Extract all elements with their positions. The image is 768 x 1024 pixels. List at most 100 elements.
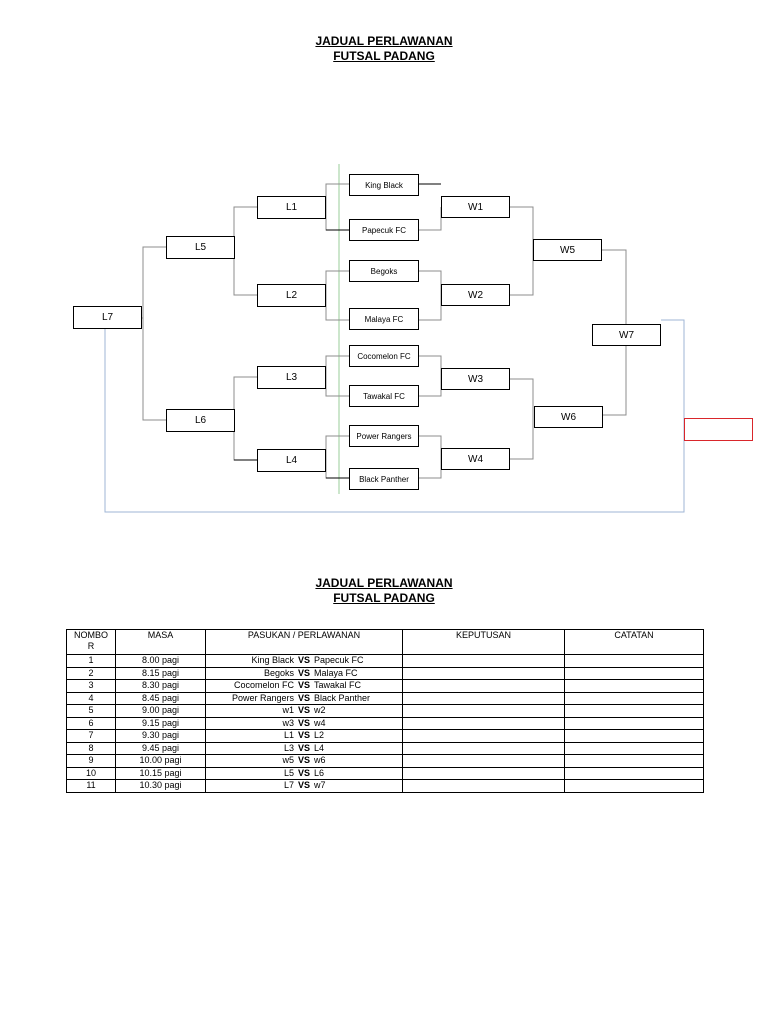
team-box-papecuk-fc: Papecuk FC	[349, 219, 419, 241]
cell-catatan[interactable]	[564, 654, 704, 668]
cell-keputusan[interactable]	[402, 779, 565, 793]
cell-catatan[interactable]	[564, 716, 704, 730]
bracket-box-l7: L7	[73, 306, 142, 329]
vs-label: VS	[297, 767, 310, 778]
header-pasukan: PASUKAN / PERLAWANAN	[205, 629, 403, 655]
vs-label: VS	[297, 692, 310, 703]
team-b: L6	[314, 767, 325, 778]
team-box-tawakal-fc: Tawakal FC	[349, 385, 419, 407]
cell-keputusan[interactable]	[402, 704, 565, 718]
cell-catatan[interactable]	[564, 766, 704, 780]
team-box-black-panther: Black Panther	[349, 468, 419, 490]
bottom-title-line2: FUTSAL PADANG	[333, 591, 435, 605]
cell-keputusan[interactable]	[402, 654, 565, 668]
cell-catatan[interactable]	[564, 779, 704, 793]
team-b: L2	[314, 730, 325, 741]
header-nombor: NOMBO R	[66, 629, 116, 655]
team-b: w7	[314, 780, 326, 791]
bottom-title-line1: JADUAL PERLAWANAN	[315, 576, 453, 590]
header-nombor-line2: R	[87, 641, 95, 651]
team-b: Black Panther	[314, 692, 371, 703]
cell-keputusan[interactable]	[402, 716, 565, 730]
bracket-box-w2: W2	[441, 284, 510, 306]
team-a: L3	[283, 742, 294, 753]
team-a: Begoks	[263, 667, 294, 678]
cell-nombor: 1	[66, 654, 116, 668]
cell-catatan[interactable]	[564, 679, 704, 693]
cell-catatan[interactable]	[564, 741, 704, 755]
cell-nombor: 8	[66, 741, 116, 755]
cell-nombor: 5	[66, 704, 116, 718]
cell-keputusan[interactable]	[402, 741, 565, 755]
final-connector-line	[104, 319, 685, 513]
cell-nombor: 4	[66, 691, 116, 705]
cell-catatan[interactable]	[564, 704, 704, 718]
team-b: w4	[314, 717, 326, 728]
cell-masa: 9.00 pagi	[115, 704, 206, 718]
bottom-title: JADUAL PERLAWANAN FUTSAL PADANG	[0, 576, 768, 606]
cell-catatan[interactable]	[564, 754, 704, 768]
cell-masa: 9.30 pagi	[115, 729, 206, 743]
vs-label: VS	[297, 755, 310, 766]
cell-masa: 8.15 pagi	[115, 666, 206, 680]
vs-label: VS	[297, 705, 310, 716]
bracket-box-l5: L5	[166, 236, 235, 259]
bracket-box-w3: W3	[441, 368, 510, 390]
cell-nombor: 10	[66, 766, 116, 780]
header-nombor-line1: NOMBO	[73, 630, 108, 640]
cell-catatan[interactable]	[564, 729, 704, 743]
cell-keputusan[interactable]	[402, 729, 565, 743]
cell-nombor: 11	[66, 779, 116, 793]
team-a: L1	[283, 730, 294, 741]
cell-nombor: 3	[66, 679, 116, 693]
team-b: L4	[314, 742, 325, 753]
vs-label: VS	[297, 780, 310, 791]
vs-label: VS	[297, 742, 310, 753]
cell-keputusan[interactable]	[402, 766, 565, 780]
team-b: w2	[314, 705, 326, 716]
team-a: Cocomelon FC	[233, 680, 294, 691]
bracket-box-l6: L6	[166, 409, 235, 432]
cell-keputusan[interactable]	[402, 691, 565, 705]
champion-box	[684, 418, 753, 441]
bracket-box-l1: L1	[257, 196, 326, 219]
cell-catatan[interactable]	[564, 691, 704, 705]
vs-label: VS	[297, 717, 310, 728]
team-b: Papecuk FC	[314, 655, 364, 666]
vs-label: VS	[297, 667, 310, 678]
header-keputusan: KEPUTUSAN	[402, 629, 565, 655]
cell-catatan[interactable]	[564, 666, 704, 680]
cell-keputusan[interactable]	[402, 679, 565, 693]
cell-masa: 8.30 pagi	[115, 679, 206, 693]
cell-nombor: 6	[66, 716, 116, 730]
cell-nombor: 9	[66, 754, 116, 768]
cell-keputusan[interactable]	[402, 666, 565, 680]
top-title-line1: JADUAL PERLAWANAN	[315, 34, 453, 48]
team-box-king-black: King Black	[349, 174, 419, 196]
cell-masa: 10.00 pagi	[115, 754, 206, 768]
team-b: Tawakal FC	[314, 680, 362, 691]
team-b: w6	[314, 755, 326, 766]
cell-masa: 9.45 pagi	[115, 741, 206, 755]
bracket-box-w6: W6	[534, 406, 603, 428]
cell-keputusan[interactable]	[402, 754, 565, 768]
